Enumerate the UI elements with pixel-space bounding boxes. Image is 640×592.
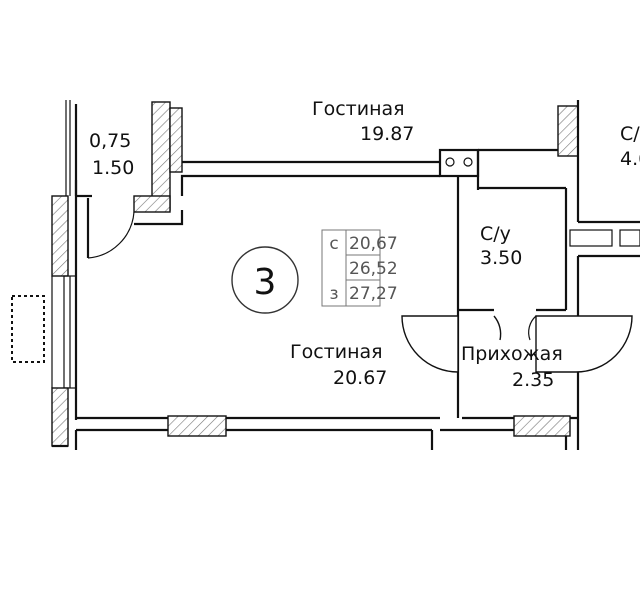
hall-name: Прихожая <box>461 343 563 365</box>
ventilation-shafts <box>438 148 480 178</box>
balcony <box>65 100 183 213</box>
apartment-number: 3 <box>254 262 277 303</box>
top-living-name: Гостиная <box>312 98 405 120</box>
living-room-area: 20.67 <box>333 367 387 389</box>
hall-doors <box>401 315 633 373</box>
living-room-walls <box>74 160 440 450</box>
area-summary-table: с 20,67 26,52 з 27,27 <box>321 229 398 307</box>
living-room-name: Гостиная <box>290 341 383 363</box>
summary-row3-value: 27,27 <box>349 284 398 304</box>
apartment-number-circle <box>231 246 299 314</box>
summary-row1-label: с <box>329 234 338 254</box>
bottom-window-hatches <box>167 415 571 437</box>
balcony-area-2: 1.50 <box>92 157 134 179</box>
dashed-unit <box>11 295 45 363</box>
balcony-area-1: 0,75 <box>89 130 131 152</box>
hall-area: 2.35 <box>512 369 554 391</box>
bathroom-walls <box>440 100 640 450</box>
left-exterior-wall <box>51 195 77 448</box>
bathroom-area: 3.50 <box>480 247 522 269</box>
top-living-area: 19.87 <box>360 123 414 145</box>
summary-row1-value: 20,67 <box>349 234 398 254</box>
summary-row3-label: з <box>329 284 338 304</box>
summary-row2-value: 26,52 <box>349 259 398 279</box>
top-right-room-name: С/ <box>620 123 640 145</box>
bathroom-name: С/у <box>480 223 511 245</box>
top-right-room-area: 4.6 <box>620 148 640 170</box>
balcony-door <box>86 198 135 259</box>
